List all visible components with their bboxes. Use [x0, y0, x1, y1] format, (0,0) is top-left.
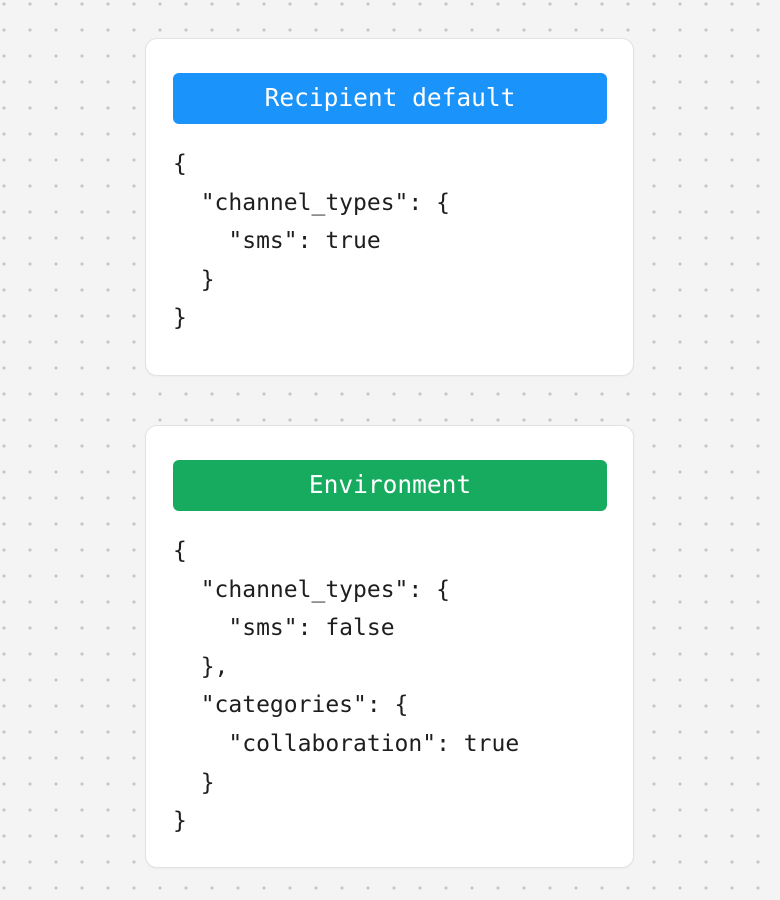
card-header-environment: Environment: [173, 460, 607, 511]
json-line: },: [173, 653, 229, 680]
json-line: "categories": {: [173, 692, 409, 719]
json-line: }: [173, 266, 215, 293]
json-line: }: [173, 769, 215, 796]
json-body-recipient-default: { "channel_types": { "sms": true }}: [173, 145, 619, 338]
json-line: }: [173, 808, 187, 835]
json-line: "channel_types": {: [173, 189, 450, 216]
json-line: "collaboration": true: [173, 730, 520, 757]
json-line: "sms": false: [173, 615, 395, 642]
json-body-environment: { "channel_types": { "sms": false }, "ca…: [173, 532, 619, 841]
json-line: }: [173, 305, 187, 332]
json-line: "sms": true: [173, 228, 381, 255]
card-recipient-default[interactable]: Recipient default { "channel_types": { "…: [145, 38, 634, 376]
json-line: {: [173, 538, 187, 564]
card-environment[interactable]: Environment { "channel_types": { "sms": …: [145, 425, 634, 868]
json-line: "channel_types": {: [173, 576, 450, 603]
card-header-recipient-default: Recipient default: [173, 73, 607, 124]
json-line: {: [173, 151, 187, 177]
